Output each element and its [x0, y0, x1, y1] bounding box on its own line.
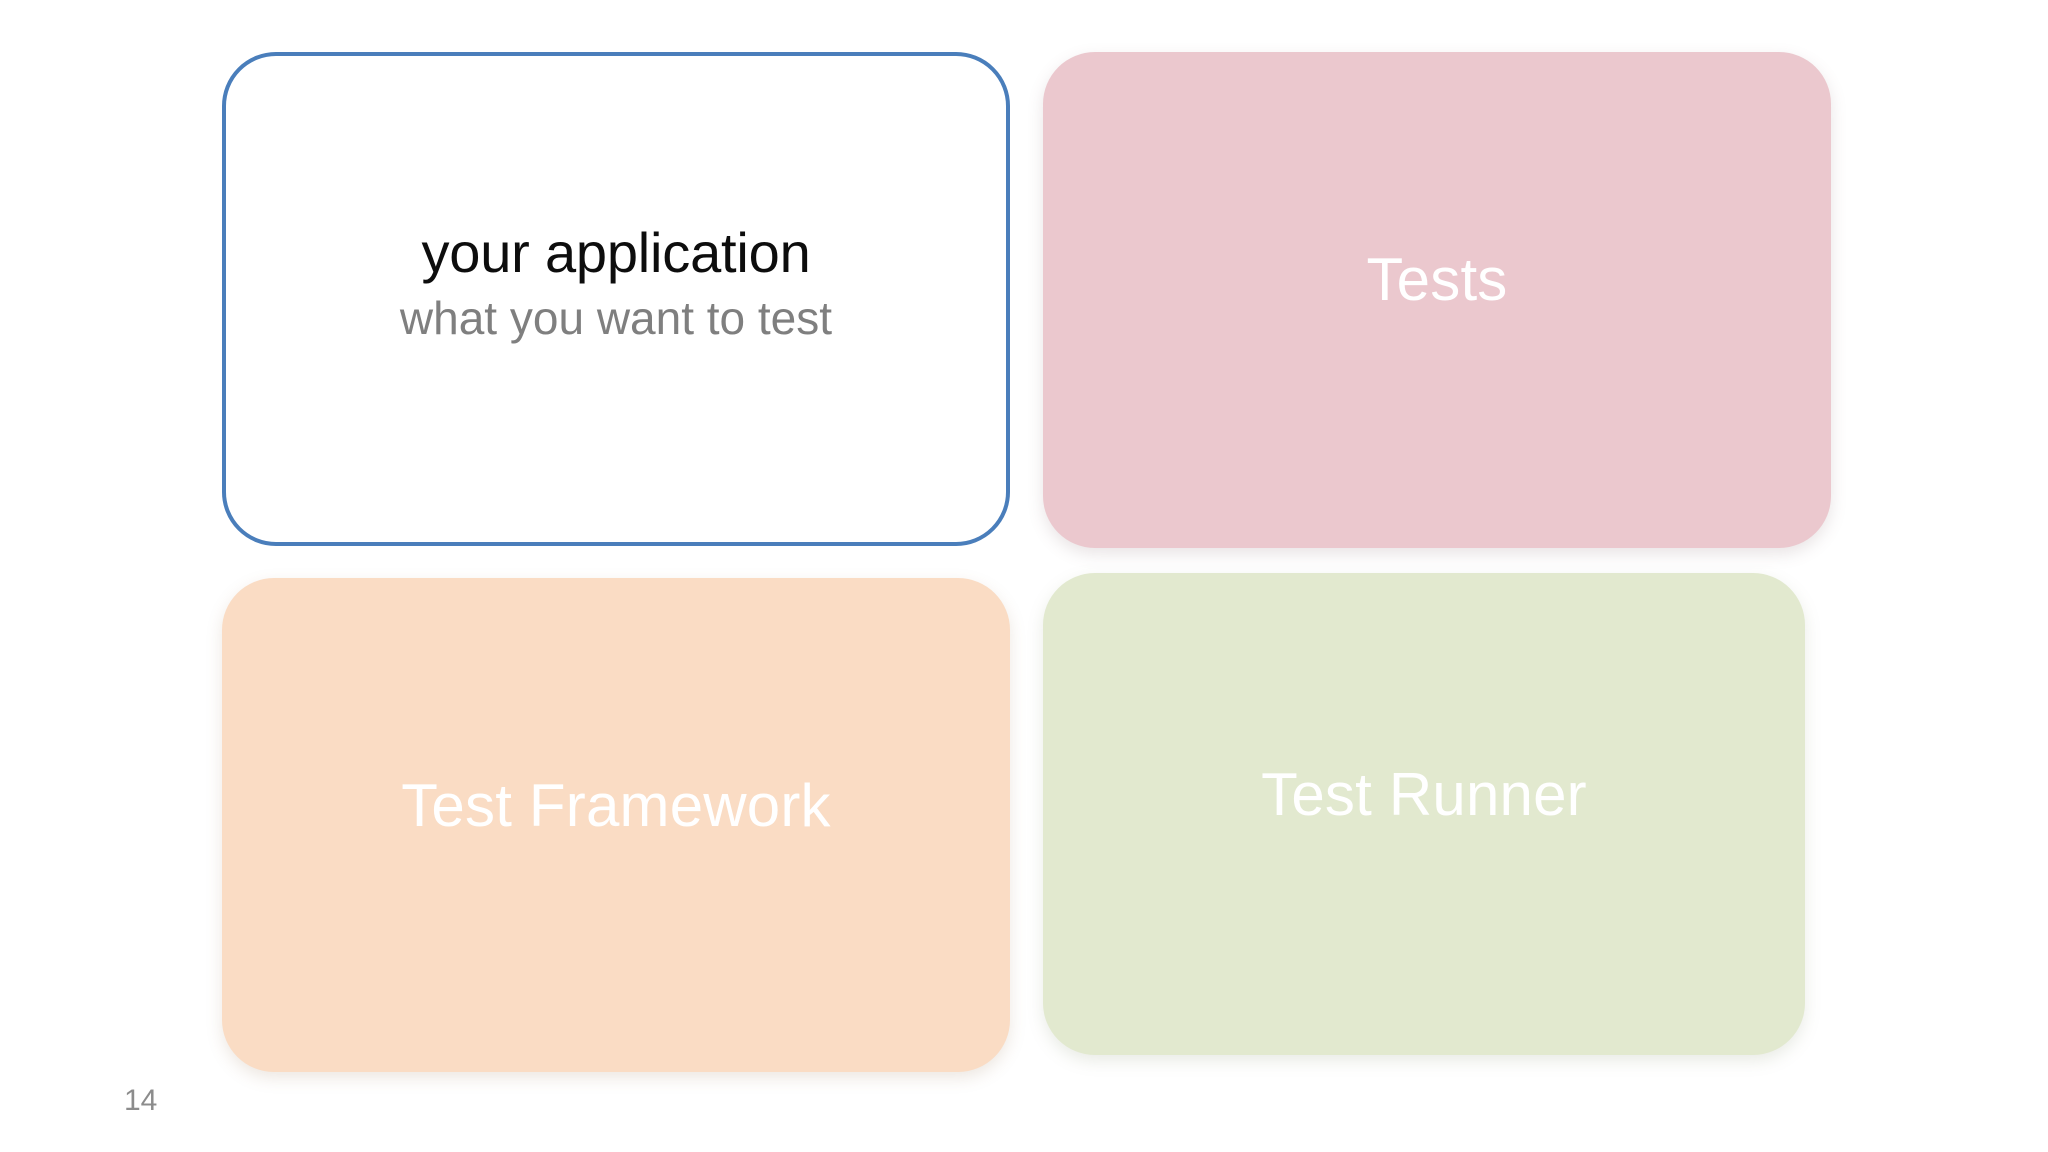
- card-tests-title: Tests: [1366, 246, 1508, 313]
- card-test-runner-title: Test Runner: [1261, 761, 1587, 828]
- page-number: 14: [124, 1084, 158, 1117]
- card-your-application-title: your application: [421, 221, 811, 284]
- card-your-application[interactable]: your application what you want to test: [222, 52, 1010, 546]
- card-your-application-subtitle: what you want to test: [399, 291, 833, 344]
- card-test-framework-title: Test Framework: [401, 772, 831, 839]
- card-tests[interactable]: Tests: [1043, 52, 1831, 548]
- card-test-runner[interactable]: Test Runner: [1043, 573, 1805, 1055]
- card-test-framework[interactable]: Test Framework: [222, 578, 1010, 1072]
